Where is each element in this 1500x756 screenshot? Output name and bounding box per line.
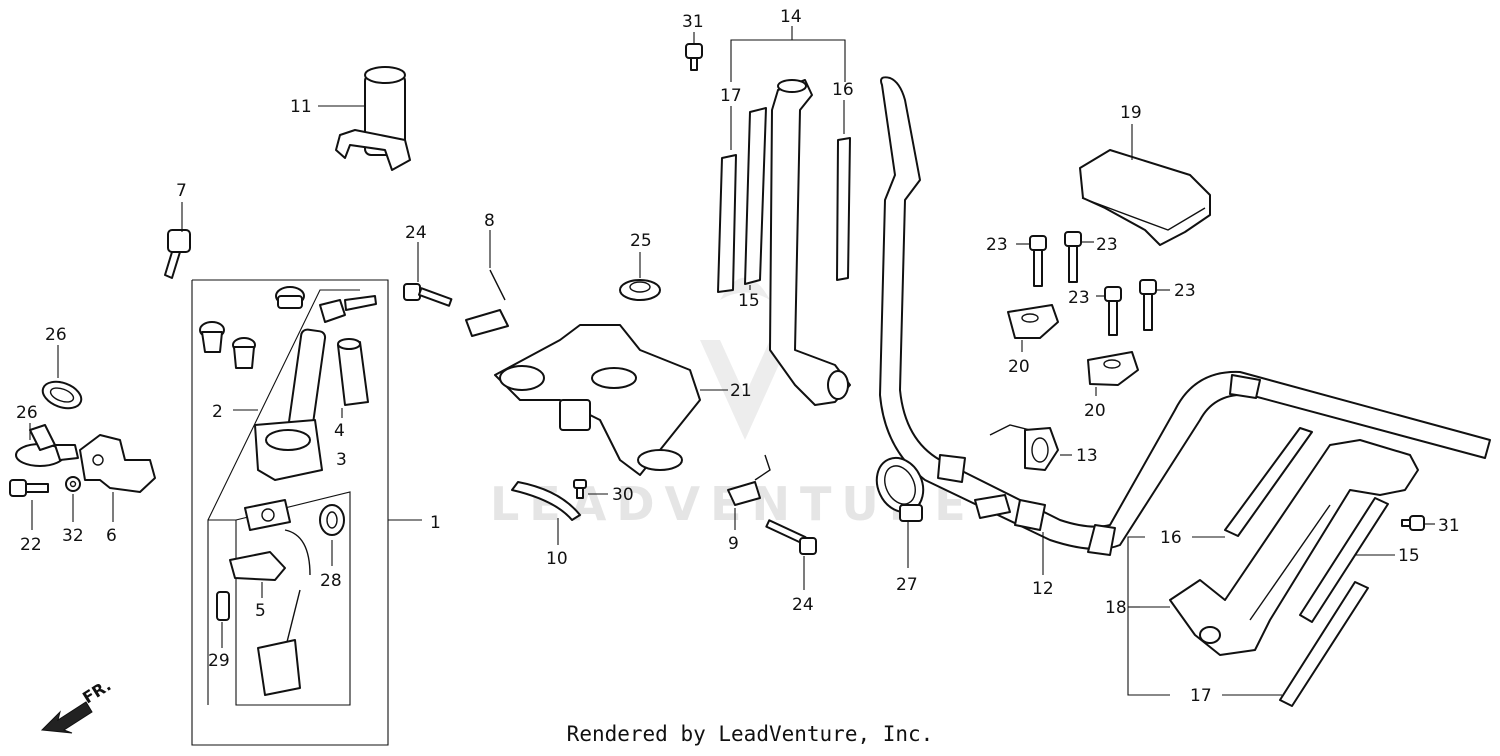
label-7: 7 — [176, 181, 187, 201]
label-10: 10 — [546, 549, 568, 569]
part-30-screw — [573, 479, 587, 499]
label-17b: 17 — [1190, 686, 1212, 706]
label-9: 9 — [728, 534, 739, 554]
label-15b: 15 — [1398, 546, 1420, 566]
label-1: 1 — [430, 513, 441, 533]
part-29-bulb — [216, 591, 230, 621]
callout-labels: 1 2 3 4 5 6 7 8 9 10 11 12 13 14 15 15 1… — [16, 7, 1460, 706]
part-16-strip-right — [1224, 427, 1313, 537]
label-23d: 23 — [1174, 281, 1196, 301]
label-12: 12 — [1032, 579, 1054, 599]
part-16-strip-left — [836, 137, 851, 281]
part-2-ignition-switch — [254, 295, 377, 481]
label-26a: 26 — [45, 325, 67, 345]
label-31b: 31 — [1438, 516, 1460, 536]
part-17-strip-left — [717, 154, 737, 293]
label-4: 4 — [334, 421, 345, 441]
label-20a: 20 — [1008, 357, 1030, 377]
label-31a: 31 — [682, 12, 704, 32]
part-17-strip-right — [1279, 581, 1369, 707]
part-27-band-clamp — [875, 456, 1011, 522]
part-15-strip-left — [744, 107, 767, 285]
part-22-bolt — [9, 479, 49, 497]
part-7-key — [164, 229, 191, 279]
label-18: 18 — [1105, 598, 1127, 618]
part-8-bracket — [465, 269, 509, 337]
part-4-sleeve — [337, 338, 369, 406]
part-31-screw-upper — [685, 43, 703, 71]
part-23-bolt-d — [1139, 279, 1157, 331]
part-20-clamp-upper — [1007, 304, 1059, 339]
label-13: 13 — [1076, 446, 1098, 466]
label-26b: 26 — [16, 403, 38, 423]
part-31-screw-lower — [1401, 515, 1425, 531]
part-connector — [257, 589, 301, 696]
label-21: 21 — [730, 381, 752, 401]
label-23b: 23 — [1096, 235, 1118, 255]
part-lock-cylinder-c — [275, 286, 305, 309]
part-28-ring — [319, 504, 345, 536]
label-24a: 24 — [405, 223, 427, 243]
label-11: 11 — [290, 97, 312, 117]
part-23-bolt-a — [1029, 235, 1047, 287]
label-3: 3 — [336, 450, 347, 470]
label-23c: 23 — [1068, 288, 1090, 308]
label-16b: 16 — [1160, 528, 1182, 548]
part-24-bolt-upper — [403, 283, 453, 307]
part-23-bolt-b — [1064, 231, 1082, 283]
part-15-strip-right — [1299, 497, 1389, 623]
label-30: 30 — [612, 485, 634, 505]
part-25-cap — [619, 279, 661, 301]
label-17a: 17 — [720, 86, 742, 106]
part-26-ring-upper — [41, 380, 83, 410]
label-8: 8 — [484, 211, 495, 231]
part-23-bolt-c — [1104, 286, 1122, 336]
part-18-holder-lower — [1169, 439, 1419, 656]
label-20b: 20 — [1084, 401, 1106, 421]
part-lock-cylinder-a — [199, 321, 225, 353]
label-27: 27 — [896, 575, 918, 595]
part-21-top-bridge — [494, 324, 701, 476]
front-direction-arrow — [40, 701, 93, 734]
label-32: 32 — [62, 526, 84, 546]
label-25: 25 — [630, 231, 652, 251]
label-5: 5 — [255, 601, 266, 621]
part-19-cover — [1079, 149, 1211, 246]
label-22: 22 — [20, 535, 42, 555]
part-11-lock-tube — [335, 66, 411, 171]
part-14-holder-upper — [769, 79, 851, 406]
part-24-bolt-lower — [765, 519, 817, 555]
footer-credit: Rendered by LeadVenture, Inc. — [566, 722, 934, 746]
ignition-switch-assembly-box — [191, 279, 422, 746]
label-23a: 23 — [986, 235, 1008, 255]
label-16a: 16 — [832, 80, 854, 100]
label-14: 14 — [780, 7, 802, 27]
part-lock-cylinder-b — [232, 337, 256, 369]
label-29: 29 — [208, 651, 230, 671]
part-10-plate — [511, 481, 581, 521]
part-20-clamp-lower — [1087, 351, 1139, 386]
part-9-bracket — [727, 454, 771, 506]
label-2: 2 — [212, 402, 223, 422]
part-13-clamp — [989, 424, 1059, 471]
part-5-contact-base — [229, 499, 311, 581]
part-6-bracket — [79, 434, 156, 493]
part-12-handlebar — [879, 76, 1491, 556]
label-6: 6 — [106, 526, 117, 546]
label-15a: 15 — [738, 291, 760, 311]
label-24b: 24 — [792, 595, 814, 615]
label-19: 19 — [1120, 103, 1142, 123]
label-28: 28 — [320, 571, 342, 591]
part-32-washer — [65, 476, 81, 492]
part-26-ring-lower — [15, 424, 79, 467]
